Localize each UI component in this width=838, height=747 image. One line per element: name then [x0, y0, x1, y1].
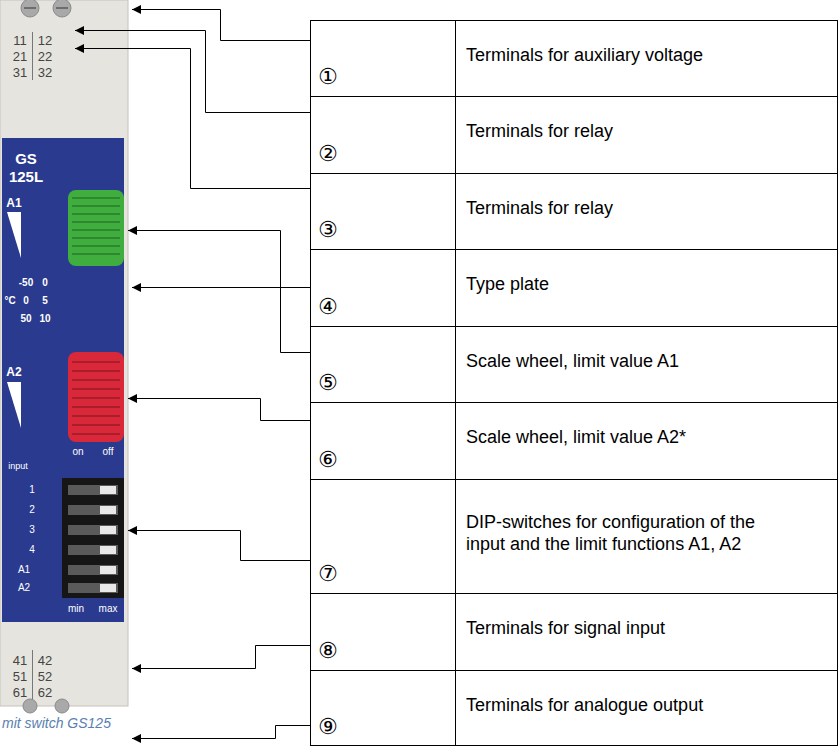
scale-value: 0 — [42, 278, 48, 288]
terminal-divider — [32, 650, 33, 700]
table-cell: Terminals for auxiliary voltage — [466, 24, 796, 86]
callout-number: ⑦ — [318, 563, 338, 585]
terminal-number: 12 — [38, 34, 52, 47]
callout-number: ⑤ — [318, 372, 338, 394]
terminal-number: 21 — [13, 50, 27, 63]
callout-number: ① — [318, 66, 338, 88]
scale-marker — [7, 212, 21, 258]
terminal-number: 31 — [13, 66, 27, 79]
terminal-screw — [21, 0, 39, 17]
switch-number: 4 — [29, 545, 35, 555]
front-panel — [2, 138, 124, 622]
leader-line — [75, 10, 310, 739]
scale-value: 50 — [20, 314, 31, 324]
terminal-number: 62 — [38, 686, 52, 699]
terminal-number: 41 — [13, 654, 27, 667]
scale-value: 10 — [39, 314, 50, 324]
switch-number: 3 — [29, 525, 35, 535]
scale-value: 0 — [23, 296, 29, 306]
table-cell: Scale wheel, limit value A2* — [466, 406, 796, 469]
switch-number: 2 — [29, 505, 35, 515]
terminal-divider — [32, 32, 33, 80]
switch-number: 1 — [29, 485, 35, 495]
table-cell: DIP-switches for configuration of the in… — [466, 483, 796, 583]
switch-number: A1 — [18, 565, 30, 575]
callout-number: ③ — [318, 219, 338, 241]
terminal-number: 52 — [38, 670, 52, 683]
terminal-number: 22 — [38, 50, 52, 63]
table-cell: Type plate — [466, 253, 796, 316]
switch-state: on — [72, 447, 83, 457]
scale-wheel-red — [68, 352, 124, 442]
terminal-number: 51 — [13, 670, 27, 683]
terminal-number: 61 — [13, 686, 27, 699]
scale-wheel-green — [68, 190, 124, 266]
terminal-number: 42 — [38, 654, 52, 667]
table-cell: Terminals for relay — [466, 177, 796, 239]
scale-value: -50 — [19, 278, 33, 288]
callout-number: ⑥ — [318, 449, 338, 471]
limit-name: A2 — [6, 366, 21, 378]
switch-state: min — [68, 604, 84, 614]
type-name: GS — [15, 151, 37, 166]
terminal-number: 11 — [13, 34, 27, 47]
type-name: 125L — [9, 169, 43, 184]
callout-number: ② — [318, 143, 338, 165]
scale-marker — [7, 382, 21, 428]
switch-group: input — [8, 462, 28, 471]
dip-switch-block — [62, 478, 124, 598]
table-cell: Terminals for relay — [466, 100, 796, 163]
terminal-number: 32 — [38, 66, 52, 79]
scale-value: 5 — [42, 296, 48, 306]
switch-state: max — [99, 604, 118, 614]
terminal-screw — [23, 699, 37, 713]
device-housing — [0, 0, 128, 706]
switch-state: off — [103, 447, 114, 457]
callout-number: ⑧ — [318, 640, 338, 662]
table-cell: Terminals for signal input — [466, 597, 796, 660]
table-grid — [311, 21, 838, 746]
terminal-screw — [55, 699, 69, 713]
limit-name: A1 — [6, 197, 21, 209]
switch-number: A2 — [18, 583, 30, 593]
terminal-screw — [53, 0, 71, 17]
scale-unit: °C — [4, 296, 15, 306]
table-cell: Terminals for analogue output — [466, 674, 796, 736]
callout-number: ④ — [318, 296, 338, 318]
figure-caption: mit switch GS125 — [2, 716, 111, 730]
table-cell: Scale wheel, limit value A1 — [466, 330, 796, 392]
callout-number: ⑨ — [318, 716, 338, 738]
